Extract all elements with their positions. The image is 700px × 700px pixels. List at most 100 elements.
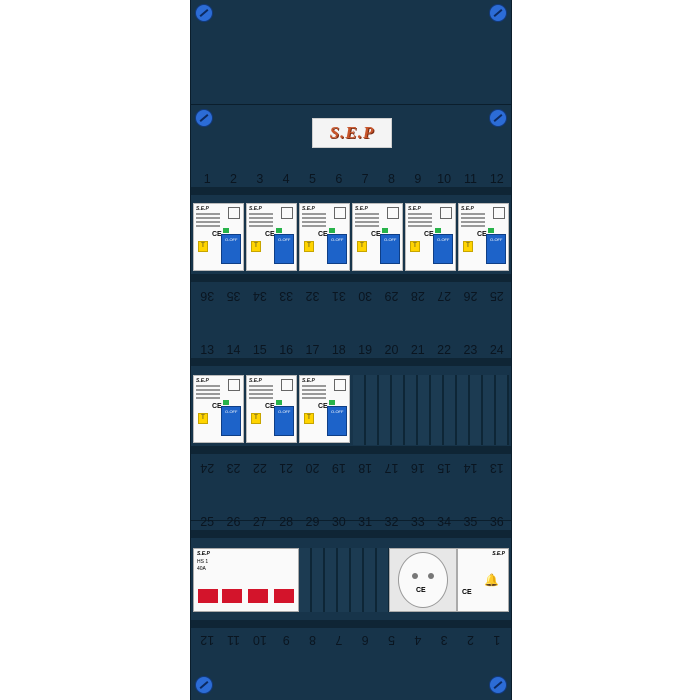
test-button[interactable]: T [198,413,208,424]
main-switch-pole-4[interactable] [274,589,294,603]
rcbo-brand: S.E.P [249,378,262,384]
terminal-number: 31 [331,289,346,303]
terminal-number: 13 [489,461,504,475]
terminal-number: 1 [203,172,211,186]
screw-bottom-right-icon [489,676,507,694]
ce-mark: CE [212,231,222,238]
rcbo-module[interactable]: S.E.P CE T O-OFF [193,203,244,271]
status-indicator [382,228,388,233]
terminal-number: 22 [252,461,267,475]
rcbo-toggle[interactable]: O-OFF [327,234,347,264]
bell-transformer: S.E.P CE 🔔 [457,548,509,612]
terminal-number: 17 [305,343,320,357]
terminal-number: 30 [331,515,346,529]
main-switch-pole-2[interactable] [222,589,242,603]
terminal-number: 13 [200,343,215,357]
rcbo-toggle[interactable]: O-OFF [433,234,453,264]
terminal-number: 12 [200,633,215,647]
socket-face-icon: CE [398,552,448,608]
status-indicator [223,400,229,405]
toggle-label: O-OFF [225,237,238,242]
test-button[interactable]: T [198,241,208,252]
terminal-number: 22 [437,343,452,357]
test-button[interactable]: T [357,241,367,252]
circuit-diagram-icon [387,207,399,219]
terminal-number: 34 [252,289,267,303]
status-indicator [223,228,229,233]
rcbo-toggle[interactable]: O-OFF [274,406,294,436]
toggle-label: O-OFF [437,237,450,242]
terminal-number: 31 [358,515,373,529]
terminal-number: 6 [361,633,369,647]
terminal-number: 36 [489,515,504,529]
rcbo-toggle[interactable]: O-OFF [221,406,241,436]
rcbo-toggle[interactable]: O-OFF [274,234,294,264]
main-switch-pole-1[interactable] [198,589,218,603]
terminal-number: 32 [305,289,320,303]
terminal-number: 18 [331,343,346,357]
main-switch-brand: S.E.P [197,551,210,557]
test-button[interactable]: T [251,241,261,252]
terminal-number: 20 [305,461,320,475]
terminal-number: 23 [463,343,478,357]
main-switch[interactable]: S.E.P HS 1 40A [193,548,299,612]
toggle-label: O-OFF [225,409,238,414]
rcbo-toggle[interactable]: O-OFF [327,406,347,436]
rcbo-toggle[interactable]: O-OFF [380,234,400,264]
test-button[interactable]: T [463,241,473,252]
terminal-number: 35 [463,515,478,529]
terminal-number: 10 [252,633,267,647]
ce-mark: CE [318,403,328,410]
terminal-number: 3 [440,633,448,647]
terminal-number: 7 [335,633,343,647]
terminal-number: 21 [410,343,425,357]
terminal-number: 35 [226,289,241,303]
circuit-diagram-icon [334,207,346,219]
terminal-number: 27 [252,515,267,529]
test-button[interactable]: T [304,413,314,424]
ce-mark: CE [477,231,487,238]
bell-transformer-brand: S.E.P [492,551,505,557]
toggle-label: O-OFF [331,409,344,414]
screw-top-left-icon [195,4,213,22]
test-button[interactable]: T [251,413,261,424]
rcbo-toggle[interactable]: O-OFF [221,234,241,264]
din-rail-3 [193,548,509,612]
ce-mark: CE [212,403,222,410]
circuit-diagram-icon [493,207,505,219]
main-switch-pole-3[interactable] [248,589,268,603]
terminal-number: 29 [305,515,320,529]
terminal-number: 24 [489,343,504,357]
rcbo-brand: S.E.P [196,206,209,212]
main-switch-label: HS 1 [197,559,209,565]
toggle-label: O-OFF [384,237,397,242]
terminal-number: 8 [387,172,395,186]
rcbo-toggle[interactable]: O-OFF [486,234,506,264]
terminal-number: 28 [410,289,425,303]
terminal-number: 21 [279,461,294,475]
test-button[interactable]: T [304,241,314,252]
terminal-number: 19 [358,343,373,357]
screw-bottom-left-icon [195,676,213,694]
terminal-number: 27 [437,289,452,303]
terminal-number: 14 [463,461,478,475]
test-button[interactable]: T [410,241,420,252]
terminal-number: 2 [230,172,237,186]
terminal-number: 25 [489,289,504,303]
terminal-number: 7 [361,172,369,186]
terminal-number: 30 [358,289,373,303]
